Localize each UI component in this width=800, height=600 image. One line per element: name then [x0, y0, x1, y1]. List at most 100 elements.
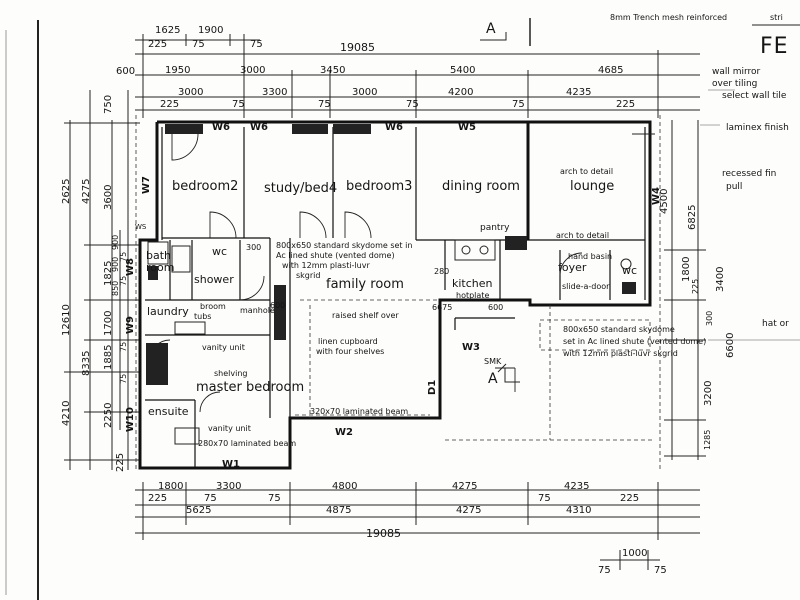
dim-left-750: 750: [103, 94, 114, 114]
dim-right-300: 300: [705, 310, 714, 326]
window-w6c: W6: [385, 122, 403, 133]
dim-bottom-4310: 4310: [566, 505, 592, 516]
dim-top-total: 19085: [340, 41, 375, 54]
dim-bottom-4275: 4275: [452, 481, 478, 492]
dim-top-4235: 4235: [566, 87, 592, 98]
dim-top-4685: 4685: [598, 65, 624, 76]
room-wc-right: wc: [622, 264, 638, 277]
dim-top-3000b: 3000: [178, 87, 204, 98]
dim-inner-300: 300: [246, 243, 262, 252]
dim-right-3200: 3200: [703, 380, 714, 406]
room-bath: bath: [146, 249, 172, 262]
dim-bottom-75a: 75: [204, 493, 217, 504]
note-wall-mirror: wall mirror: [712, 67, 761, 77]
dim-bottom-225b: 225: [620, 493, 640, 504]
dim-left-75d: 75: [119, 373, 128, 384]
window-w7: W7: [141, 176, 152, 194]
dim-left-2625: 2625: [61, 178, 72, 204]
dim-bottom-3300: 3300: [216, 481, 242, 492]
dim-bottom-1000: 1000: [622, 548, 648, 559]
note-skydome2-line3: with 12mm plasti-luvr skgrid: [563, 349, 678, 358]
dim-top-3450: 3450: [320, 65, 346, 76]
door-d1: D1: [427, 379, 438, 395]
window-w6b: W6: [250, 122, 268, 133]
window-w2: W2: [335, 427, 353, 438]
dim-bottom-4275b: 4275: [456, 505, 482, 516]
dim-left-1700: 1700: [103, 310, 114, 336]
note-slide-door: slide-a-door: [562, 282, 610, 291]
note-linen-line1: linen cupboard: [318, 337, 378, 346]
window-w5: W5: [458, 122, 476, 133]
dim-top-1950: 1950: [165, 65, 191, 76]
room-dining: dining room: [442, 179, 520, 194]
dim-top-3000: 3000: [240, 65, 266, 76]
room-laundry: laundry: [147, 305, 189, 318]
note-vanity-2: vanity unit: [208, 424, 251, 433]
room-pantry: pantry: [480, 223, 510, 233]
room-master-bedroom: master bedroom: [196, 380, 305, 395]
note-select-wall-tile: select wall tile: [722, 91, 787, 101]
dim-top-1625: 1625: [155, 25, 181, 36]
note-recessed: recessed fin: [722, 169, 777, 179]
dim-top-75b: 75: [250, 39, 263, 50]
dim-top-600: 600: [116, 66, 136, 77]
room-ensuite: ensuite: [148, 405, 189, 418]
note-skydome1-line1: 800x650 standard skydome set in: [276, 241, 413, 250]
room-lounge: lounge: [570, 179, 615, 194]
dim-bottom-1800: 1800: [158, 481, 184, 492]
dim-right-225: 225: [691, 278, 700, 294]
note-skydome2-line2: set in Ac lined shute (vented dome): [563, 337, 707, 346]
dim-bottom-total: 19085: [366, 527, 401, 540]
dim-top-75a: 75: [192, 39, 205, 50]
room-study: study/bed4: [264, 181, 338, 196]
note-vanity-1: vanity unit: [202, 343, 245, 352]
note-skydome2-line1: 800x650 standard skydome: [563, 325, 675, 334]
dim-top-3000c: 3000: [352, 87, 378, 98]
dim-top-225: 225: [148, 39, 168, 50]
dim-bottom-5625: 5625: [186, 505, 212, 516]
dim-top-225b: 225: [160, 99, 180, 110]
dim-bottom-4800: 4800: [332, 481, 358, 492]
note-over-tiling: over tiling: [712, 79, 758, 89]
dim-right-1285: 1285: [703, 429, 712, 450]
dim-bottom-225a: 225: [148, 493, 168, 504]
note-broom: broom: [200, 302, 226, 311]
dim-right-3400: 3400: [715, 266, 726, 292]
section-marker-a-top: A: [486, 21, 496, 37]
room-kitchen: kitchen: [452, 277, 493, 290]
dim-top-225c: 225: [616, 99, 636, 110]
dim-right-6600: 6600: [725, 332, 736, 358]
dim-bottom-4235: 4235: [564, 481, 590, 492]
note-raised-shelf: raised shelf over: [332, 311, 399, 320]
window-ws: WS: [135, 223, 147, 231]
dim-bottom-75e: 75: [654, 565, 667, 576]
room-bath-suffix: room: [146, 261, 175, 274]
room-bedroom2: bedroom2: [172, 179, 239, 194]
dim-left-2250: 2250: [103, 402, 114, 428]
note-arch-2: arch to detail: [556, 231, 610, 240]
dim-top-3300: 3300: [262, 87, 288, 98]
dim-inner-600b: 600: [270, 301, 286, 310]
note-skydome1-line3: with 12mm plasti-luvr: [282, 261, 370, 270]
dim-top-1900: 1900: [198, 25, 224, 36]
room-bedroom3: bedroom3: [346, 179, 413, 194]
note-hand-basin: hand basin: [568, 252, 613, 261]
note-shelving: shelving: [214, 369, 248, 378]
note-arch-1: arch to detail: [560, 167, 614, 176]
dim-left-75a: 75: [119, 251, 128, 262]
window-w10: W10: [125, 407, 136, 432]
note-beam-280: 280x70 laminated beam: [198, 439, 297, 448]
note-tubs: tubs: [194, 312, 212, 321]
dim-inner-6675: 6675: [432, 303, 453, 312]
window-w6a: W6: [212, 122, 230, 133]
dim-top-5400: 5400: [450, 65, 476, 76]
dim-left-225: 225: [115, 452, 126, 472]
dim-inner-280: 280: [434, 267, 450, 276]
trench-mesh-note-tail: stri: [770, 13, 783, 22]
dim-top-75c: 75: [232, 99, 245, 110]
note-linen-line2: with four shelves: [316, 347, 385, 356]
dim-left-8335: 8335: [81, 350, 92, 376]
dim-bottom-4875: 4875: [326, 505, 352, 516]
dim-left-1885: 1885: [103, 344, 114, 370]
